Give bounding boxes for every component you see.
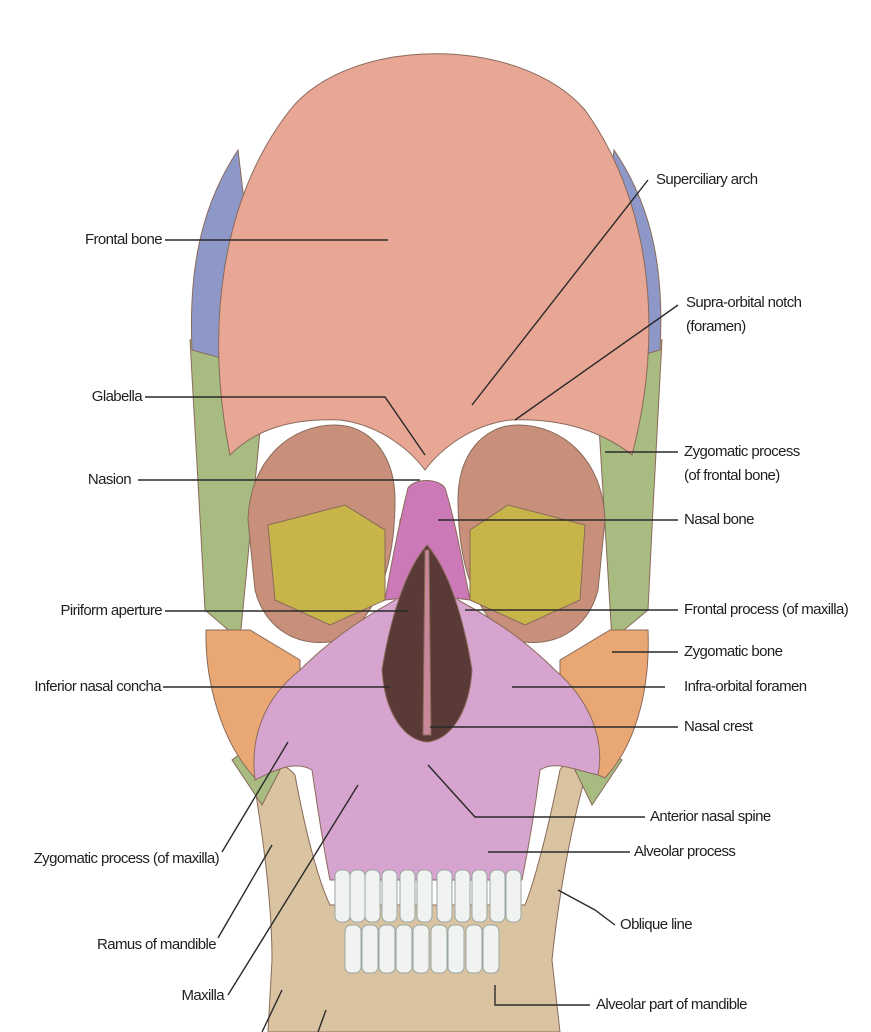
lower-tooth: [345, 925, 361, 973]
label-zygomatic-process-frontal-1: Zygomatic process: [684, 443, 800, 461]
upper-tooth: [472, 870, 487, 922]
label-inferior-nasal-concha: Inferior nasal concha: [34, 678, 161, 696]
upper-tooth: [455, 870, 470, 922]
nasal-septum: [423, 550, 431, 735]
upper-tooth: [490, 870, 505, 922]
upper-tooth: [437, 870, 452, 922]
label-alveolar-part-mandible: Alveolar part of mandible: [596, 996, 747, 1014]
label-ramus-of-mandible: Ramus of mandible: [97, 936, 216, 954]
lower-tooth: [448, 925, 464, 973]
lower-tooth: [466, 925, 482, 973]
label-zygomatic-bone: Zygomatic bone: [684, 643, 782, 661]
upper-tooth: [506, 870, 521, 922]
lower-tooth: [379, 925, 395, 973]
label-oblique-line: Oblique line: [620, 916, 692, 934]
upper-tooth: [417, 870, 432, 922]
lower-tooth: [413, 925, 429, 973]
label-anterior-nasal-spine: Anterior nasal spine: [650, 808, 771, 826]
label-alveolar-process: Alveolar process: [634, 843, 735, 861]
upper-tooth: [382, 870, 397, 922]
label-nasion: Nasion: [88, 471, 131, 489]
label-zygomatic-process-frontal-2: (of frontal bone): [684, 467, 780, 485]
upper-tooth: [335, 870, 350, 922]
label-glabella: Glabella: [92, 388, 142, 406]
label-supra-orbital-notch-2: (foramen): [686, 318, 746, 336]
lower-tooth: [396, 925, 412, 973]
label-frontal-bone: Frontal bone: [85, 231, 162, 249]
lower-tooth: [483, 925, 499, 973]
label-superciliary-arch: Superciliary arch: [656, 171, 758, 189]
label-nasal-crest: Nasal crest: [684, 718, 752, 736]
label-nasal-bone: Nasal bone: [684, 511, 754, 529]
upper-tooth: [400, 870, 415, 922]
label-infra-orbital-foramen: Infra-orbital foramen: [684, 678, 806, 696]
label-maxilla: Maxilla: [182, 987, 224, 1005]
lower-tooth: [431, 925, 447, 973]
label-zygomatic-process-maxilla: Zygomatic process (of maxilla): [34, 850, 219, 868]
label-supra-orbital-notch-1: Supra-orbital notch: [686, 294, 801, 312]
label-piriform-aperture: Piriform aperture: [60, 602, 162, 620]
leader-ramus: [218, 845, 272, 938]
label-frontal-process-maxilla: Frontal process (of maxilla): [684, 601, 848, 619]
upper-tooth: [350, 870, 365, 922]
upper-tooth: [365, 870, 380, 922]
lower-tooth: [362, 925, 378, 973]
leader-oblique-line: [558, 890, 615, 925]
